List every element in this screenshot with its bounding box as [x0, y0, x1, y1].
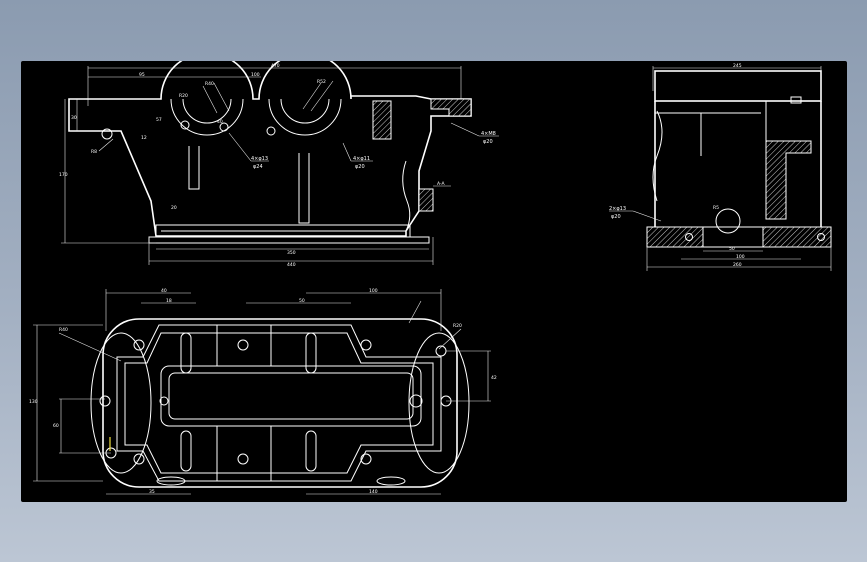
dim-12: 12 — [141, 135, 147, 141]
top-hole-10 — [133, 453, 145, 465]
dim-height-short: 20 — [171, 205, 177, 211]
top-hole-7 — [409, 394, 423, 408]
flange-hole-2 — [219, 122, 229, 132]
dim-r-side: R8 — [91, 149, 97, 155]
side-dim-b3: 260 — [733, 262, 742, 268]
side-bolt-note-depth: φ20 — [611, 214, 621, 220]
top-view: 40 18 50 100 — [29, 288, 497, 495]
top-hole-2 — [237, 339, 249, 351]
sheet-background — [21, 61, 847, 502]
top-hole-5 — [99, 395, 111, 407]
callout-flange: 4×M8 — [481, 131, 496, 137]
dim-57: 57 — [156, 117, 162, 123]
section-hatch-1 — [372, 100, 392, 140]
dim-depth-left: 30 — [71, 115, 77, 121]
top-hole-1 — [133, 339, 145, 351]
dim-seg-b: 100 — [251, 72, 260, 78]
top-dim-bottom-left: 35 — [149, 489, 155, 495]
top-dim-left-2: 18 — [166, 298, 172, 304]
side-dim-b1: 50 — [729, 246, 735, 252]
side-hole-r: R5 — [713, 205, 719, 211]
top-dim-left-height: 130 — [29, 399, 38, 405]
section-hatch-2 — [430, 98, 472, 117]
side-view: 245 2×φ13 φ20 R5 50 100 260 — [609, 63, 832, 271]
callout-bore-mid: 4×φ11 — [353, 156, 370, 162]
bearing-bore-left — [170, 98, 244, 136]
top-dim-r-corner: R40 — [59, 327, 68, 333]
dim-bottom-overall: 440 — [287, 262, 296, 268]
bearing-bore-right — [268, 98, 342, 136]
top-hole-6 — [159, 396, 169, 406]
side-hatch — [765, 140, 812, 220]
callout-bore-left-depth: φ24 — [253, 164, 263, 170]
top-cavity — [160, 365, 422, 427]
side-bolt-note: 2×φ13 — [609, 206, 626, 212]
side-dim-b2: 100 — [736, 254, 745, 260]
flange-hole-1 — [180, 120, 190, 130]
front-view: 470 95 100 R20 R40 R52 — [59, 61, 499, 268]
side-bolt-circle — [715, 208, 741, 234]
top-dim-mid: 50 — [299, 298, 305, 304]
dim-r-top-1: R20 — [179, 93, 188, 99]
top-hole-3 — [360, 339, 372, 351]
top-hole-11 — [237, 453, 249, 465]
dim-height-left: 170 — [59, 172, 68, 178]
callout-bore-left: 4×φ13 — [251, 156, 268, 162]
top-dim-r-corner-2: R20 — [453, 323, 462, 329]
top-dim-bottom-right: 140 — [369, 489, 378, 495]
drawing-sheet: 470 95 100 R20 R40 R52 — [21, 61, 847, 502]
callout-bore-mid-depth: φ20 — [355, 164, 365, 170]
flange-hole-3 — [266, 126, 276, 136]
dim-bottom-mid: 350 — [287, 250, 296, 256]
dim-overall-top: 470 — [271, 63, 280, 69]
top-dim-right: 100 — [369, 288, 378, 294]
dim-40: 40 — [217, 119, 223, 125]
lifting-hole — [101, 128, 113, 140]
dim-seg-a: 95 — [139, 72, 145, 78]
section-mark: A-A — [437, 181, 446, 187]
side-top-block — [654, 70, 822, 102]
top-dim-left: 40 — [161, 288, 167, 294]
dim-r-top-3: R52 — [317, 79, 326, 85]
callout-flange-depth: φ20 — [483, 139, 493, 145]
top-hole-12 — [360, 453, 372, 465]
top-dim-right-height: 42 — [491, 375, 497, 381]
dim-r-top-2: R40 — [205, 81, 214, 87]
side-dim-top-width: 245 — [733, 63, 742, 69]
top-dim-inner-height: 60 — [53, 423, 59, 429]
